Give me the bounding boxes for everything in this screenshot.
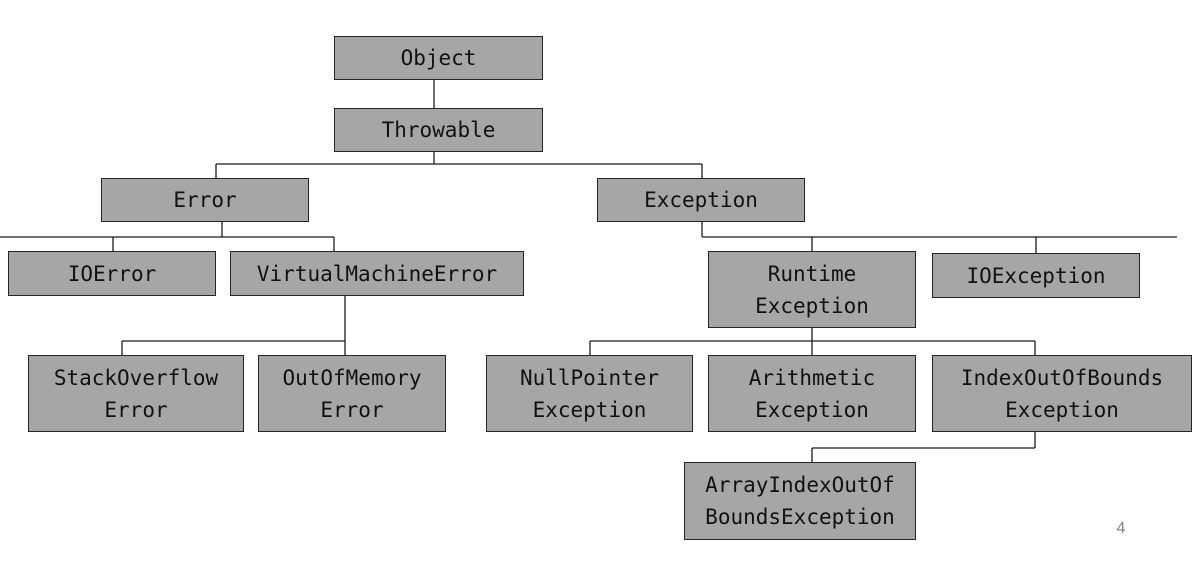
node-runtimeexception: Runtime Exception	[708, 251, 916, 328]
node-error-label: Error	[173, 188, 237, 212]
node-stackoverflowerror-text: StackOverflow Error	[54, 362, 218, 426]
node-outofmemoryerror: OutOfMemory Error	[258, 355, 446, 432]
node-virtualmachineerror: VirtualMachineError	[230, 251, 524, 296]
node-ioexception: IOException	[932, 253, 1140, 298]
node-indexoutofboundsexception-text: IndexOutOfBounds Exception	[961, 362, 1163, 426]
node-arithmeticexception-line-2: Exception	[755, 397, 869, 422]
node-virtualmachineerror-label: VirtualMachineError	[256, 261, 498, 286]
node-indexoutofboundsexception-line-1: IndexOutOfBounds	[960, 365, 1164, 390]
node-throwable-label: Throwable	[381, 118, 496, 142]
node-nullpointerexception-line-2: Exception	[532, 397, 647, 422]
node-ioexception-label: IOException	[966, 263, 1106, 288]
node-arrayindexoutofboundsexception-text: ArrayIndexOutOf BoundsException	[705, 469, 895, 533]
node-nullpointerexception-text: NullPointer Exception	[520, 362, 659, 426]
node-nullpointerexception-line-1: NullPointer	[519, 365, 660, 390]
node-ioerror: IOError	[8, 251, 216, 296]
node-error: Error	[101, 178, 309, 222]
node-object: Object	[334, 36, 543, 80]
node-indexoutofboundsexception-line-2: Exception	[1005, 397, 1119, 422]
node-throwable: Throwable	[334, 108, 543, 152]
page-number: 4	[1116, 520, 1126, 537]
node-outofmemoryerror-line-1: OutOfMemory	[282, 365, 422, 390]
node-outofmemoryerror-line-2: Error	[320, 397, 384, 422]
node-outofmemoryerror-text: OutOfMemory Error	[282, 362, 421, 426]
node-runtimeexception-line-2: Exception	[755, 293, 869, 318]
node-indexoutofboundsexception: IndexOutOfBounds Exception	[932, 355, 1192, 432]
node-arithmeticexception: Arithmetic Exception	[708, 355, 916, 432]
node-arrayindexoutofboundsexception: ArrayIndexOutOf BoundsException	[684, 462, 916, 540]
node-ioerror-label: IOError	[67, 261, 157, 286]
node-exception: Exception	[597, 178, 805, 222]
node-exception-label: Exception	[644, 188, 758, 212]
node-stackoverflowerror: StackOverflow Error	[28, 355, 244, 432]
node-arithmeticexception-line-1: Arithmetic	[748, 365, 876, 390]
node-arrayindexoutofboundsexception-line-2: BoundsException	[705, 505, 895, 529]
node-arithmeticexception-text: Arithmetic Exception	[749, 362, 875, 426]
node-runtimeexception-text: Runtime Exception	[755, 258, 869, 322]
node-arrayindexoutofboundsexception-line-1: ArrayIndexOutOf	[705, 473, 895, 497]
node-stackoverflowerror-line-1: StackOverflow	[53, 365, 219, 390]
node-stackoverflowerror-line-2: Error	[104, 397, 168, 422]
node-runtimeexception-line-1: Runtime	[767, 261, 857, 286]
node-nullpointerexception: NullPointer Exception	[486, 355, 693, 432]
node-object-label: Object	[400, 46, 477, 70]
